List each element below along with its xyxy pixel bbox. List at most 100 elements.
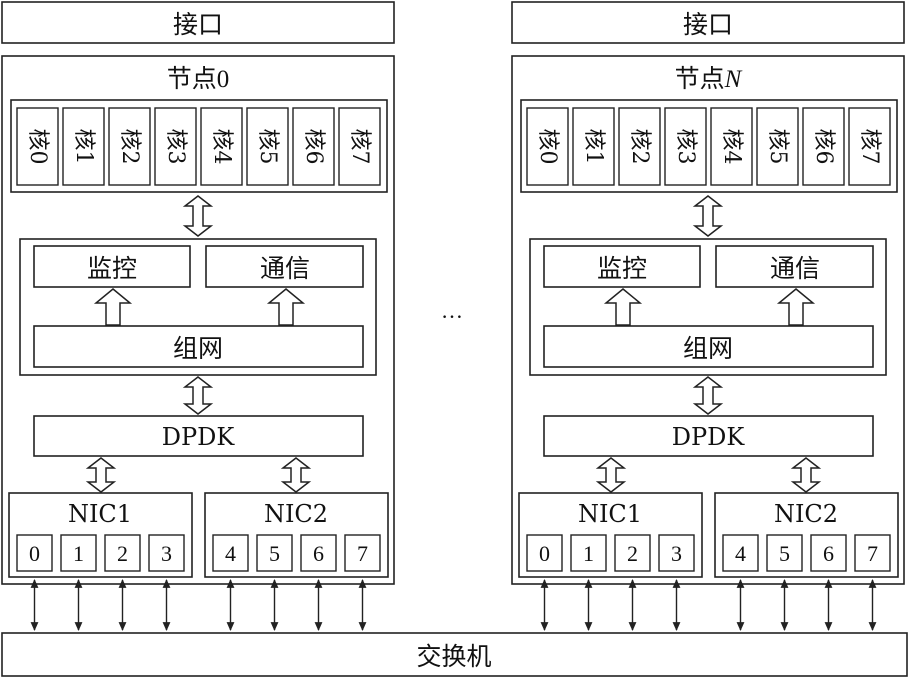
core-label: 核4	[209, 129, 234, 165]
node-title-prefix: 节点	[167, 64, 217, 93]
port-box	[766, 534, 803, 572]
nic2-label: NIC2	[774, 500, 838, 528]
core-box	[618, 107, 661, 186]
network-label: 组网	[683, 334, 733, 363]
nic1-label: NIC1	[578, 500, 642, 528]
dpdk-nic1-arrow	[85, 457, 117, 493]
monitor-up-arrow	[603, 288, 643, 326]
port-label: 2	[117, 541, 128, 566]
core-mgmt-arrow	[692, 195, 724, 237]
node-title: 节点N	[675, 64, 743, 93]
network-box	[543, 325, 874, 368]
comm-label: 通信	[770, 254, 820, 283]
ellipsis-text: …	[441, 298, 463, 323]
monitor-box	[543, 245, 701, 288]
port-box	[658, 534, 695, 572]
port-box	[60, 534, 97, 572]
port-label: 5	[779, 541, 790, 566]
core-box	[16, 107, 59, 186]
monitor-up-arrow	[93, 288, 133, 326]
interface-box	[1, 1, 395, 44]
port-label: 7	[357, 541, 368, 566]
dpdk-nic2-arrow	[280, 457, 312, 493]
nic1-label: NIC1	[68, 500, 132, 528]
node-title-suffix: N	[724, 66, 743, 93]
port-box	[148, 534, 185, 572]
comm-box	[205, 245, 364, 288]
port-label: 1	[73, 541, 84, 566]
core-label: 核3	[673, 129, 698, 165]
interface-label: 接口	[683, 10, 733, 39]
core-box	[62, 107, 105, 186]
port-box	[570, 534, 607, 572]
core-box	[154, 107, 197, 186]
core-box	[756, 107, 799, 186]
port-box	[212, 534, 249, 572]
port-label: 6	[823, 541, 834, 566]
core-label: 核6	[301, 129, 326, 165]
comm-box	[715, 245, 874, 288]
mgmt-dpdk-arrow	[692, 376, 724, 415]
port-box	[300, 534, 337, 572]
port-label: 0	[539, 541, 550, 566]
core-label: 核7	[347, 129, 372, 165]
port-box	[344, 534, 381, 572]
port-label: 4	[735, 541, 746, 566]
port-label: 4	[225, 541, 236, 566]
dpdk-nic2-arrow	[790, 457, 822, 493]
port-box	[810, 534, 847, 572]
node-title-prefix: 节点	[675, 64, 725, 93]
core-label: 核0	[25, 129, 50, 165]
core-label: 核7	[857, 129, 882, 165]
monitor-label: 监控	[597, 254, 647, 283]
core-label: 核0	[535, 129, 560, 165]
core-box	[338, 107, 381, 186]
core-label: 核4	[719, 129, 744, 165]
interface-label: 接口	[173, 10, 223, 39]
core-box	[292, 107, 335, 186]
node-title-suffix: 0	[217, 66, 230, 93]
mgmt-dpdk-arrow	[182, 376, 214, 415]
port-box	[526, 534, 563, 572]
port-label: 6	[313, 541, 324, 566]
network-box	[33, 325, 364, 368]
dpdk-box	[33, 415, 364, 457]
core-mgmt-arrow	[182, 195, 214, 237]
port-label: 3	[161, 541, 172, 566]
core-box	[200, 107, 243, 186]
dpdk-box	[543, 415, 874, 457]
core-label: 核6	[811, 129, 836, 165]
interface-box	[511, 1, 905, 44]
network-label: 组网	[173, 334, 223, 363]
core-box	[710, 107, 753, 186]
port-box	[256, 534, 293, 572]
comm-up-arrow	[266, 288, 306, 326]
dpdk-label: DPDK	[672, 423, 746, 451]
port-box	[104, 534, 141, 572]
core-label: 核3	[163, 129, 188, 165]
core-box	[526, 107, 569, 186]
core-label: 核2	[117, 129, 142, 165]
monitor-box	[33, 245, 191, 288]
core-label: 核5	[765, 129, 790, 165]
dpdk-label: DPDK	[162, 423, 236, 451]
comm-label: 通信	[260, 254, 310, 283]
switch-label: 交换机	[416, 642, 491, 671]
core-box	[572, 107, 615, 186]
port-label: 3	[671, 541, 682, 566]
port-label: 7	[867, 541, 878, 566]
port-label: 0	[29, 541, 40, 566]
core-box	[246, 107, 289, 186]
core-label: 核1	[71, 129, 96, 165]
core-box	[848, 107, 891, 186]
port-box	[722, 534, 759, 572]
port-box	[854, 534, 891, 572]
core-box	[664, 107, 707, 186]
dpdk-nic1-arrow	[595, 457, 627, 493]
comm-up-arrow	[776, 288, 816, 326]
core-box	[108, 107, 151, 186]
